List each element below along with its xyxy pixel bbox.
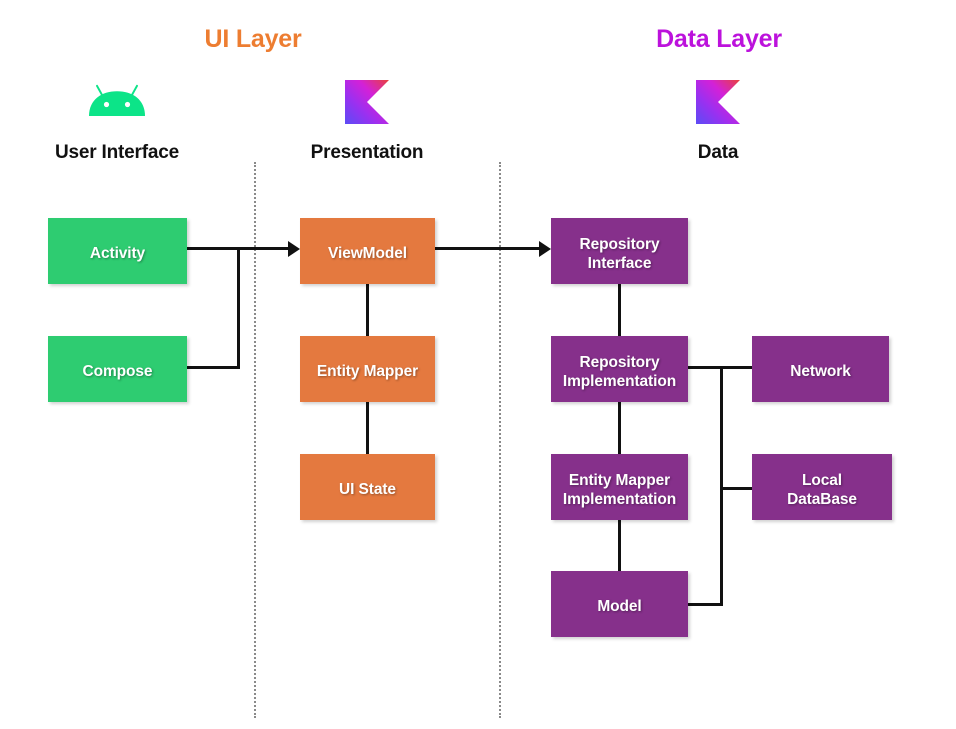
node-activity[interactable]: Activity — [48, 218, 187, 284]
node-network[interactable]: Network — [752, 336, 889, 402]
node-model-label: Model — [597, 598, 642, 616]
connector-model-to-bus — [687, 603, 723, 606]
connector-bus-to-local-database — [720, 487, 754, 490]
ui-layer-title: UI Layer — [204, 25, 302, 53]
connector-bus-to-viewmodel — [237, 247, 297, 250]
node-viewmodel-label: ViewModel — [328, 245, 407, 263]
node-viewmodel[interactable]: ViewModel — [300, 218, 435, 284]
connector-mapper-to-model — [618, 516, 621, 575]
connector-activity-to-bus — [187, 247, 240, 250]
node-network-label: Network — [790, 363, 851, 381]
node-activity-label: Activity — [89, 245, 146, 263]
node-compose[interactable]: Compose — [48, 336, 187, 402]
layer-divider-right — [499, 162, 501, 718]
node-model[interactable]: Model — [551, 571, 688, 637]
node-entity-mapper[interactable]: Entity Mapper — [300, 336, 435, 402]
column-label-data: Data — [697, 142, 739, 163]
connector-repository-interface-to-implementation — [618, 280, 621, 340]
connector-viewmodel-to-repository-interface — [435, 247, 548, 250]
connector-entity-mapper-to-ui-state — [366, 398, 369, 460]
connector-viewmodel-to-entity-mapper — [366, 280, 369, 342]
connector-repository-implementation-to-mapper — [618, 398, 621, 458]
column-label-user-interface: User Interface — [55, 142, 179, 163]
kotlin-logo-icon — [696, 80, 740, 124]
node-ui-state-label: UI State — [339, 481, 396, 499]
android-logo-icon — [89, 83, 145, 117]
layer-divider-left — [254, 162, 256, 718]
node-entity-mapper-label: Entity Mapper — [316, 363, 419, 381]
connector-compose-to-bus — [187, 366, 240, 369]
connector-ui-vertical-bus — [237, 247, 240, 369]
connector-data-right-bus — [720, 366, 723, 604]
column-label-presentation: Presentation — [310, 142, 424, 163]
arrowhead-to-viewmodel — [288, 240, 300, 257]
arrowhead-to-repository-interface — [539, 240, 551, 257]
node-compose-label: Compose — [82, 363, 153, 381]
data-layer-title: Data Layer — [656, 25, 782, 53]
kotlin-logo-icon — [345, 80, 389, 124]
node-ui-state[interactable]: UI State — [300, 454, 435, 520]
